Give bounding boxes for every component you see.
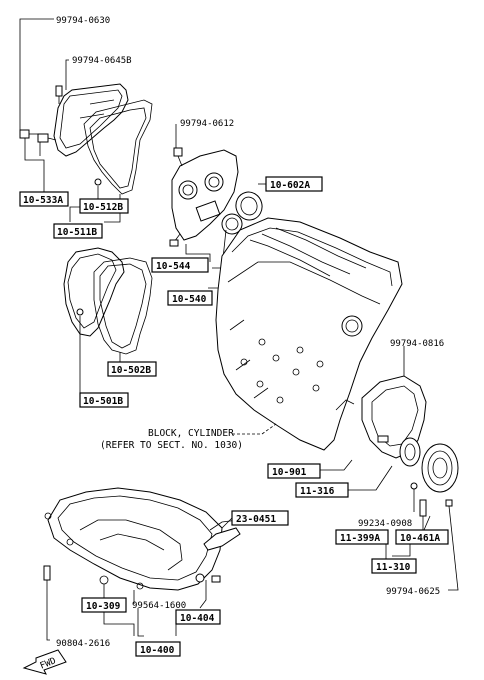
- ref-box-10-501b[interactable]: 10-501B: [79, 392, 129, 408]
- ref-box-label: 10-309: [86, 601, 121, 612]
- oil-seal-front: [235, 191, 263, 221]
- ref-box-label: 10-512B: [83, 202, 123, 213]
- front-seal-plate: [169, 149, 239, 247]
- upper-cover-gasket: [83, 99, 153, 195]
- ref-box-label: 23-0451: [236, 514, 276, 525]
- ref-box-label: 10-540: [172, 294, 207, 305]
- ref-box-label: 10-404: [180, 613, 215, 624]
- ref-box-10-461a[interactable]: 10-461A: [395, 529, 449, 545]
- ref-box-23-0451[interactable]: 23-0451: [231, 510, 289, 526]
- ref-box-label: 11-316: [300, 486, 335, 497]
- oil-pan-bolt: [43, 565, 51, 594]
- ref-box-10-502b[interactable]: 10-502B: [107, 361, 157, 377]
- block-note-line1: BLOCK, CYLINDER: [148, 428, 234, 439]
- upper-cover-bolts: [19, 85, 102, 186]
- o-ring: [221, 213, 243, 235]
- ref-box-label: 11-399A: [340, 533, 380, 544]
- ref-box-10-540[interactable]: 10-540: [167, 290, 213, 306]
- ref-box-label: 10-511B: [57, 227, 97, 238]
- ref-box-label: 10-501B: [83, 396, 123, 407]
- ref-box-11-316[interactable]: 11-316: [295, 482, 349, 498]
- part-number-90804-2616: 90804-2616: [56, 639, 110, 649]
- ref-box-label: 10-461A: [400, 533, 440, 544]
- ref-box-10-544[interactable]: 10-544: [151, 257, 209, 273]
- ref-box-label: 10-533A: [23, 195, 63, 206]
- part-number-99794-0645b: 99794-0645B: [72, 56, 132, 66]
- part-number-99564-1600: 99564-1600: [132, 601, 186, 611]
- rear-oil-seal: [421, 443, 459, 493]
- part-number-99794-0612: 99794-0612: [180, 119, 234, 129]
- ref-box-10-533a[interactable]: 10-533A: [19, 191, 69, 207]
- lower-cover-gasket: [93, 257, 153, 355]
- part-number-99794-0625: 99794-0625: [386, 587, 440, 597]
- ref-box-10-901[interactable]: 10-901: [267, 463, 321, 479]
- cylinder-block: [215, 217, 403, 451]
- ref-box-label: 10-502B: [111, 365, 151, 376]
- ref-box-10-404[interactable]: 10-404: [175, 609, 221, 625]
- ref-box-label: 10-901: [272, 467, 307, 478]
- oil-pan: [44, 487, 223, 591]
- drain-plug: [195, 573, 221, 583]
- seal-plate-bolt: [173, 147, 183, 167]
- part-number-99794-0816: 99794-0816: [390, 339, 444, 349]
- part-number-99234-0908: 99234-0908: [358, 519, 412, 529]
- part-number-99794-0630: 99794-0630: [56, 16, 110, 26]
- upper-timing-cover: [53, 83, 129, 157]
- ref-box-label: 10-544: [156, 261, 191, 272]
- ref-box-10-309[interactable]: 10-309: [81, 597, 127, 613]
- ref-box-10-512b[interactable]: 10-512B: [79, 198, 129, 214]
- ref-box-10-400[interactable]: 10-400: [135, 641, 181, 657]
- rear-oil-seal-retainer: [399, 437, 421, 467]
- ref-box-label: 11-310: [376, 562, 411, 573]
- rear-seal-bolts: [410, 482, 453, 517]
- ref-box-11-310[interactable]: 11-310: [371, 558, 417, 574]
- ref-box-10-602a[interactable]: 10-602A: [265, 176, 323, 192]
- ref-box-label: 10-400: [140, 645, 175, 656]
- block-note-line2: (REFER TO SECT. NO. 1030): [100, 440, 243, 451]
- fwd-arrow-icon: FWD: [22, 649, 67, 675]
- ref-box-10-511b[interactable]: 10-511B: [53, 223, 103, 239]
- ref-box-11-399a[interactable]: 11-399A: [335, 529, 389, 545]
- ref-box-label: 10-602A: [270, 180, 310, 191]
